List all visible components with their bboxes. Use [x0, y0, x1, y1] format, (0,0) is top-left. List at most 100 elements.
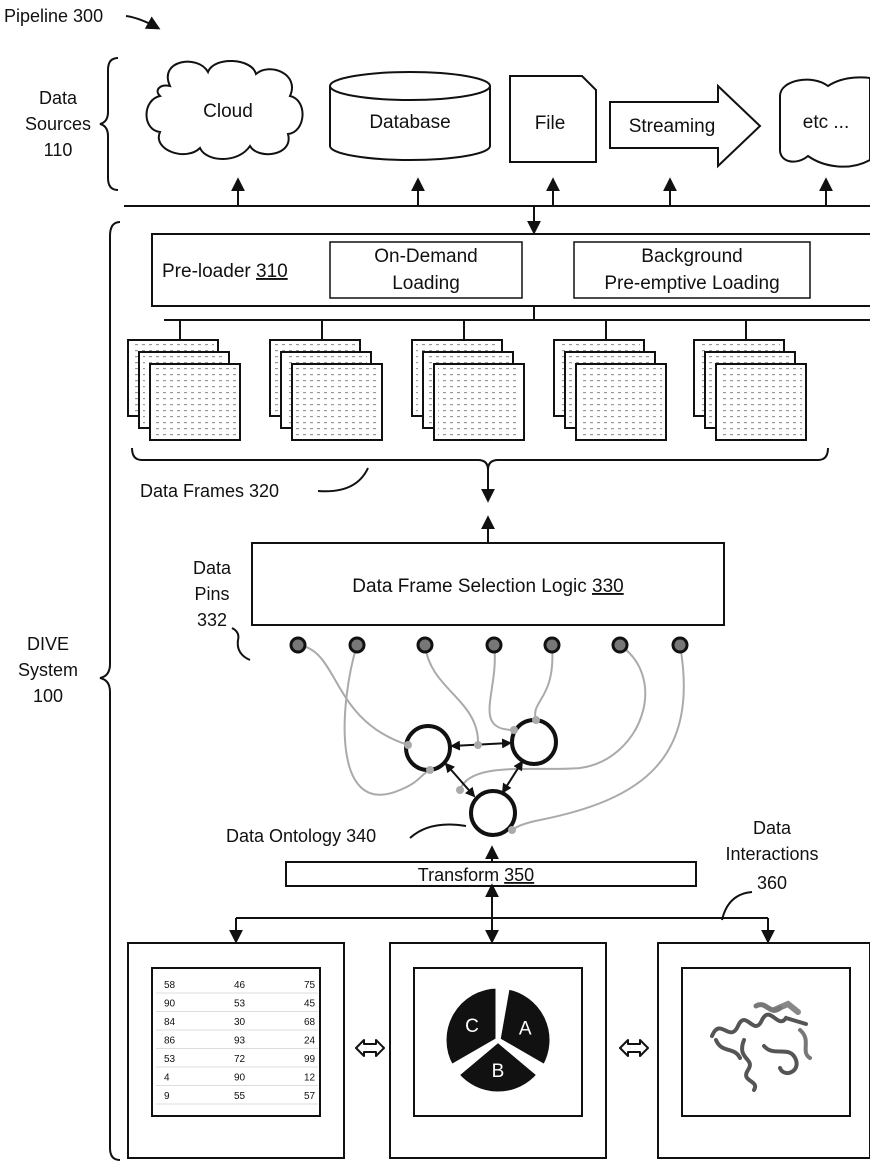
data-frame-stacks — [127, 320, 807, 441]
svg-text:Interactions: Interactions — [725, 844, 818, 864]
etc-label: etc ... — [803, 112, 849, 133]
output-bus — [229, 917, 775, 944]
table-cell: 99 — [304, 1054, 316, 1065]
transform-label: Transform — [418, 865, 499, 885]
data-pin — [485, 636, 503, 654]
data-pin — [671, 636, 689, 654]
data-frames-label: Data Frames 320 — [140, 481, 279, 501]
source-bus — [124, 177, 870, 235]
svg-text:Sources: Sources — [25, 114, 91, 134]
data-sources-brace — [99, 57, 119, 191]
svg-text:Data: Data — [753, 818, 792, 838]
svg-text:System: System — [18, 660, 78, 680]
svg-text:Pins: Pins — [194, 584, 229, 604]
data-frames-brace — [131, 447, 829, 471]
svg-text:Pre-loader 310: Pre-loader 310 — [162, 261, 288, 282]
dive-system-label: DIVE System 100 — [18, 634, 78, 706]
file-source: File — [509, 75, 597, 163]
file-label: File — [535, 113, 566, 134]
table-cell: 9 — [164, 1091, 170, 1102]
pie-slice-label: B — [492, 1061, 505, 1082]
ontology-node — [469, 789, 517, 837]
double-headed-arrow-icon — [619, 1039, 649, 1057]
table-cell: 45 — [304, 999, 316, 1010]
svg-text:Data: Data — [193, 558, 232, 578]
data-ontology-label: Data Ontology 340 — [226, 826, 376, 846]
cloud-source: Cloud — [145, 59, 304, 160]
table-cell: 90 — [164, 999, 176, 1010]
ontology-node — [404, 724, 452, 772]
svg-text:100: 100 — [33, 686, 63, 706]
data-interactions-label: Data Interactions 360 — [725, 818, 818, 893]
selection-logic-ref: 330 — [592, 576, 624, 597]
protein-structure-icon — [710, 1000, 812, 1092]
table-cell: 46 — [234, 980, 246, 991]
transform-ref: 350 — [504, 865, 534, 885]
data-frame-stack — [269, 320, 383, 441]
data-pin — [416, 636, 434, 654]
table-cell: 12 — [304, 1073, 316, 1084]
preloader-label: Pre-loader — [162, 261, 251, 282]
database-source: Database — [329, 71, 491, 161]
table-cell: 68 — [304, 1017, 316, 1028]
svg-text:360: 360 — [757, 873, 787, 893]
data-pins-label: Data Pins 332 — [193, 558, 232, 630]
selection-logic-label: Data Frame Selection Logic — [352, 576, 586, 597]
data-pin — [611, 636, 629, 654]
table-cell: 93 — [234, 1036, 246, 1047]
svg-text:110: 110 — [44, 140, 73, 160]
ontology-node — [510, 718, 558, 766]
preloader-ref: 310 — [256, 261, 288, 282]
pie-slice-label: C — [465, 1016, 479, 1037]
table-cell: 24 — [304, 1036, 316, 1047]
table-cell: 4 — [164, 1073, 170, 1084]
pie-chart-view: A B C — [389, 942, 607, 1159]
data-frame-stack — [411, 320, 525, 441]
dive-system-brace — [99, 221, 121, 1161]
pipeline-pointer — [125, 15, 161, 30]
table-cell: 86 — [164, 1036, 176, 1047]
table-cell: 58 — [164, 980, 176, 991]
background-loading-label: Background — [641, 246, 742, 267]
cloud-label: Cloud — [203, 101, 253, 122]
data-pin — [348, 636, 366, 654]
database-label: Database — [369, 112, 450, 133]
selection-logic-box: Data Frame Selection Logic 330 — [251, 542, 725, 626]
streaming-source: Streaming — [609, 83, 762, 169]
data-sources-label: Data Sources 110 — [25, 88, 91, 160]
pipeline-label: Pipeline 300 — [4, 6, 103, 26]
table-cell: 55 — [234, 1091, 246, 1102]
data-frame-stack — [127, 320, 241, 441]
table-cell: 57 — [304, 1091, 316, 1102]
table-cell: 72 — [234, 1054, 246, 1065]
pie-slice — [441, 983, 501, 1071]
table-cell: 53 — [164, 1054, 176, 1065]
table-cell: 75 — [304, 980, 316, 991]
pie-chart: A B C — [441, 983, 555, 1097]
data-pin — [289, 636, 307, 654]
svg-text:Data: Data — [39, 88, 78, 108]
double-headed-arrow-icon — [355, 1039, 385, 1057]
pin-wires — [297, 644, 685, 831]
svg-text:DIVE: DIVE — [27, 634, 69, 654]
table-cell: 30 — [234, 1017, 246, 1028]
etc-source: etc ... — [779, 76, 870, 168]
svg-text:Data Frame Selection Logic 330: Data Frame Selection Logic 330 — [352, 576, 623, 597]
transform-box: Transform 350 — [285, 861, 697, 887]
svg-text:Transform 350: Transform 350 — [418, 865, 534, 885]
table-cell: 84 — [164, 1017, 176, 1028]
pie-slice — [495, 983, 555, 1071]
data-pin — [543, 636, 561, 654]
table-cell: 53 — [234, 999, 246, 1010]
preloader-box: Pre-loader 310 On-Demand Loading Backgro… — [151, 233, 870, 307]
pie-slice — [453, 1036, 543, 1097]
pie-slice-label: A — [519, 1018, 532, 1039]
data-frame-stack — [693, 320, 807, 441]
data-pins — [289, 636, 689, 654]
svg-text:Pre-emptive Loading: Pre-emptive Loading — [604, 273, 779, 294]
streaming-label: Streaming — [629, 116, 716, 137]
molecule-view — [657, 942, 870, 1159]
